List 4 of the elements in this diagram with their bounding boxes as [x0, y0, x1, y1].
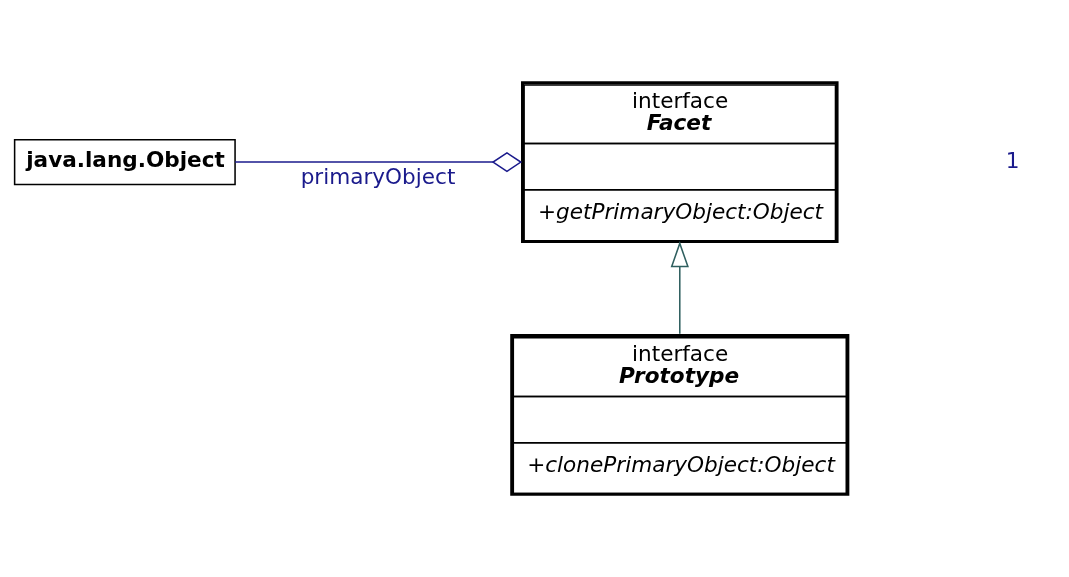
edge-label: primaryObject [300, 163, 456, 189]
label: 1 [1005, 147, 1020, 173]
arrow [670, 241, 689, 335]
connector [234, 151, 523, 173]
